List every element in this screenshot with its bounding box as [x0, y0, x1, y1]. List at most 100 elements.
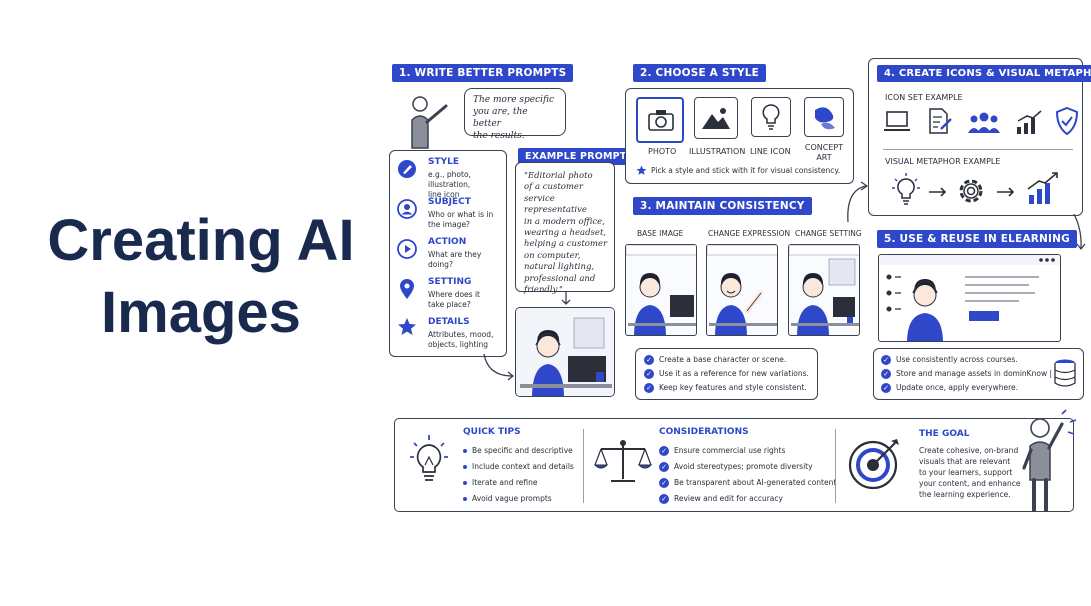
infographic: 1. WRITE BETTER PROMPTS The more specifi…	[382, 52, 1091, 527]
target-icon	[848, 439, 899, 490]
desc-line: doing?	[428, 260, 453, 269]
bubble-line: you are, the better	[473, 107, 528, 129]
check-icon: ✓	[659, 446, 669, 456]
elearning-screen	[878, 254, 1061, 342]
tip-item: Be specific and descriptive	[463, 443, 574, 459]
checklist-item: ✓Use consistently across courses.	[881, 353, 1076, 367]
check-icon: ✓	[644, 383, 654, 393]
scales-icon	[593, 440, 653, 482]
bullet	[463, 481, 467, 485]
subject-desc: Who or what is in the image?	[428, 210, 493, 230]
style-desc: e.g., photo, illustration, line icon	[428, 170, 506, 200]
checklist-item: ✓Store and manage assets in dominKnow | …	[881, 367, 1076, 381]
goal-line: visuals that are relevant	[919, 457, 1011, 466]
details-desc: Attributes, mood, objects, lighting	[428, 330, 493, 350]
bullet	[463, 449, 467, 453]
tip-bubble: The more specific you are, the better th…	[464, 88, 566, 141]
concept-line: ART	[816, 153, 832, 162]
check-icon: ✓	[644, 369, 654, 379]
quick-tips-list: Be specific and descriptive Include cont…	[463, 443, 574, 507]
character-setting-illustration	[789, 245, 859, 335]
considerations-list: ✓Ensure commercial use rights ✓Avoid ste…	[659, 443, 836, 507]
action-desc: What are they doing?	[428, 250, 481, 270]
style-label: STYLE	[428, 157, 460, 167]
consideration-item: ✓Review and edit for accuracy	[659, 491, 836, 507]
goal-line: Create cohesive, on-brand	[919, 446, 1019, 455]
lightbulb-icon	[410, 435, 448, 481]
prompt-line: of a customer	[524, 182, 584, 193]
lightbulb-icon	[762, 104, 780, 130]
tip-text: Be specific and descriptive	[472, 446, 573, 455]
presenter-figure	[411, 96, 448, 149]
desc-line: the image?	[428, 220, 471, 229]
concept-line: CONCEPT	[804, 143, 844, 152]
goal-line: to your learners, support	[919, 468, 1013, 477]
details-label: DETAILS	[428, 317, 470, 327]
elearning-course-illustration	[879, 255, 1060, 341]
page-title-line1: Creating AI	[47, 208, 355, 273]
growth-chart-icon	[1017, 110, 1042, 134]
tip-item: Avoid vague prompts	[463, 491, 574, 507]
section4-tag: 4. CREATE ICONS & VISUAL METAPHORS	[877, 65, 1091, 82]
bubble-line: The more specific	[473, 95, 555, 105]
tip-item: Include context and details	[463, 459, 574, 475]
prompt-line: service representative	[524, 193, 587, 216]
cheering-figure	[1022, 409, 1077, 512]
prompt-line: wearing a headset,	[524, 228, 607, 239]
laptop-icon	[884, 111, 910, 131]
consideration-text: Be transparent about AI-generated conten…	[674, 478, 837, 487]
check-text: Use it as a reference for new variations…	[659, 369, 809, 378]
character-expression-illustration	[707, 245, 777, 335]
customer-service-illustration	[516, 308, 614, 396]
style-option-line-icon[interactable]	[751, 97, 791, 137]
icons-metaphors-card: 4. CREATE ICONS & VISUAL METAPHORS ICON …	[868, 58, 1091, 216]
style-photo-label: PHOTO	[648, 147, 677, 156]
check-text: Use consistently across courses.	[896, 355, 1018, 364]
check-icon: ✓	[659, 462, 669, 472]
considerations-heading: CONSIDERATIONS	[659, 427, 749, 437]
check-icon: ✓	[659, 478, 669, 488]
tip-item: Iterate and refine	[463, 475, 574, 491]
check-text: Store and manage assets in dominKnow | O…	[896, 369, 1074, 378]
section5-tag: 5. USE & REUSE IN ELEARNING	[877, 230, 1077, 248]
section3-tag: 3. MAINTAIN CONSISTENCY	[633, 197, 812, 215]
goal-heading: THE GOAL	[919, 429, 970, 439]
style-option-photo[interactable]	[636, 97, 684, 143]
database-icon	[1054, 359, 1076, 387]
checklist-item: ✓ Keep key features and style consistent.	[644, 381, 809, 395]
bullet	[463, 497, 467, 501]
generated-image	[515, 307, 615, 397]
arrow-to-photo	[483, 353, 515, 381]
style-concept-label: CONCEPT ART	[802, 143, 846, 163]
style-option-illustration[interactable]	[694, 97, 738, 139]
check-text: Keep key features and style consistent.	[659, 383, 807, 392]
check-icon: ✓	[881, 383, 891, 393]
metaphor-label: VISUAL METAPHOR EXAMPLE	[885, 157, 1001, 166]
bullet	[463, 465, 467, 469]
frame-change-setting	[788, 244, 860, 336]
lightbulb-icon	[892, 173, 920, 205]
style-option-concept-art[interactable]	[804, 97, 844, 137]
goal-line: your content, and enhance	[919, 479, 1021, 488]
consistency-checklist: ✓Create a base character or scene. ✓ Use …	[635, 348, 818, 400]
prompt-line: in a modern office,	[524, 216, 605, 227]
bubble-line: the results.	[473, 131, 525, 141]
arrow-right-icon	[997, 187, 1015, 197]
gear-icon	[959, 179, 983, 203]
subject-label: SUBJECT	[428, 197, 471, 207]
consideration-item: ✓ Be transparent about AI-generated conte…	[659, 475, 836, 491]
desc-line: Who or what is in	[428, 210, 494, 219]
tip-text: Iterate and refine	[472, 478, 538, 487]
desc-line: take place?	[428, 300, 471, 309]
divider	[583, 429, 584, 503]
setting-desc: Where does it take place?	[428, 290, 480, 310]
checklist-item: ✓Update once, apply everywhere.	[881, 381, 1076, 395]
desc-line: Where does it	[428, 290, 480, 299]
divider	[835, 429, 836, 503]
page-title-line2: Images	[101, 280, 301, 345]
example-prompt-card: "Editorial photo of a customer service r…	[515, 162, 615, 295]
action-label: ACTION	[428, 237, 467, 247]
style-illustration-label: ILLUSTRATION	[689, 147, 746, 156]
checklist-item: ✓Create a base character or scene.	[644, 353, 809, 367]
star-icon	[398, 318, 416, 335]
